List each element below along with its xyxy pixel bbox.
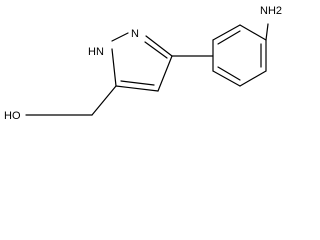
pyrazole-bond-n2-n1 (111, 32, 129, 42)
pyrazole-bond-c5-c4 (115, 85, 159, 92)
hydroxyl-label: HO (4, 110, 21, 122)
pyrazole-bond-n1-c5 (111, 48, 117, 87)
pyrazole-double-bond-c5-c4 (120, 80, 155, 86)
pyrazole-n-label: N (131, 28, 139, 40)
pyrazole-double-bond-c3-n2 (144, 41, 168, 59)
benzene-bond-2 (239, 24, 267, 41)
benzene-ring (212, 24, 267, 87)
ch2-bond (91, 85, 117, 116)
benzene-double-bond-3 (217, 66, 241, 81)
amine-label: NH2 (260, 5, 282, 17)
pyrazole-nh-label: HN (88, 46, 104, 58)
benzene-bond-1 (212, 24, 241, 41)
pyrazole-ring (111, 32, 173, 92)
pyrazole-bond-c3-n2 (145, 35, 173, 57)
benzene-double-bond-1 (217, 30, 241, 45)
pyrazole-bond-c4-c3 (157, 55, 173, 92)
amine-bond (265, 23, 269, 41)
benzene-bond-5 (212, 70, 241, 87)
molecule-structure: NH2 N HN HO (4, 5, 282, 122)
benzene-bond-4 (239, 70, 267, 87)
